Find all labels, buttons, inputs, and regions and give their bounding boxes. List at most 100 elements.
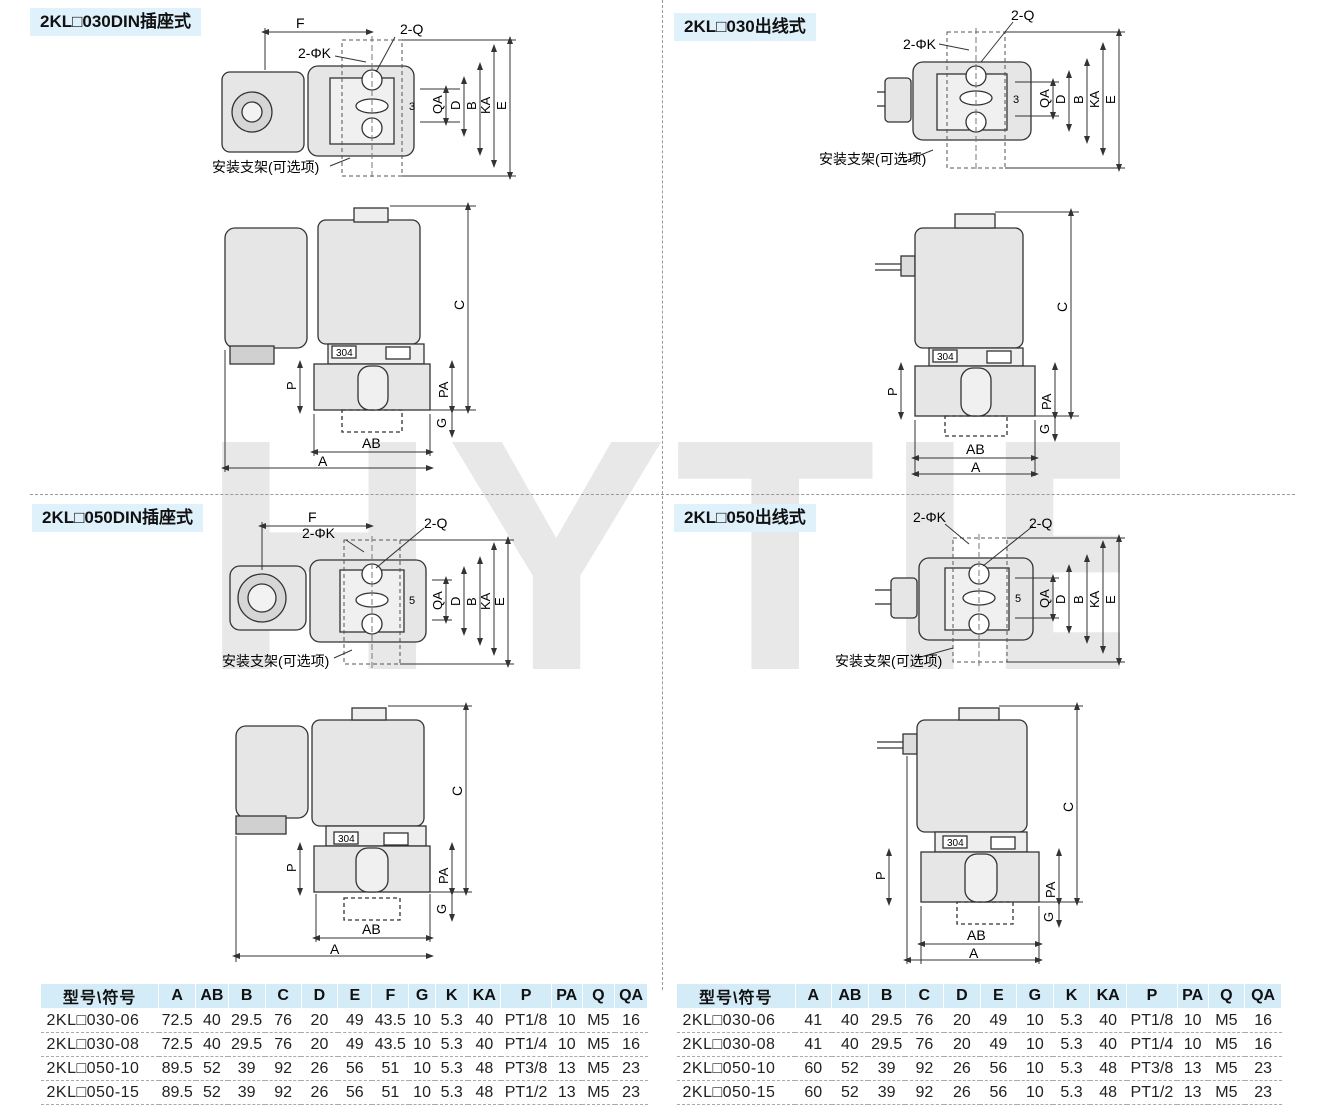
col-header: B [227,983,266,1009]
table-cell: PT1/4 [1130,1035,1174,1053]
dim-c-label: C [451,300,467,310]
port-size-label: 5 [1015,593,1021,605]
stamp-304 [932,349,958,363]
table-cell: 26 [952,1083,971,1101]
dim-2q-label: 2-Q [400,21,423,37]
table-cell: 5.3 [440,1035,463,1053]
col-header: PA [1176,983,1209,1009]
table-cell: 40 [475,1011,494,1029]
col-header: K [434,983,469,1009]
col-header: G [1016,983,1054,1009]
dim-pa-label: PA [1039,393,1054,410]
side-view [235,707,431,921]
table-cell: 5.3 [440,1083,463,1101]
din-screw-inner [247,583,277,613]
col-header: P [500,983,552,1009]
dim-b-label: B [1071,95,1086,104]
table-cell: 48 [475,1083,494,1101]
dim-e-label: E [1103,595,1118,604]
table-cell: 92 [915,1059,934,1077]
table-cell: 40 [840,1011,859,1029]
table-cell: 23 [1254,1059,1272,1077]
coil-body [916,719,1028,833]
col-header: KA [467,983,502,1009]
bracket-outline-side [956,901,1014,925]
table-cell: 5.3 [440,1011,463,1029]
col-header: D [300,983,339,1009]
dim-2q-label: 2-Q [1029,515,1052,531]
table-cell: 49 [989,1035,1008,1053]
drawing-030-wire: 2-Q 2-ΦK 3 QA D B KA E 安装支架(可选项) 304 [663,0,1325,499]
table-cell: 16 [622,1035,640,1053]
stamp-label: 304 [937,352,954,363]
drawing-050-wire: 2-Q 2-ΦK 5 QA D B KA E 安装支架(可选项) 304 [663,494,1325,979]
coil-body [317,219,421,345]
col-header: E [337,983,373,1009]
table-cell: 23 [622,1059,640,1077]
model-cell: 2KL□050-15 [46,1083,140,1101]
dim-2k-label: 2-ΦK [298,45,332,61]
table-cell: 92 [274,1083,293,1101]
table-cell: M5 [1215,1083,1238,1101]
side-view [877,707,1040,925]
port-size-label: 3 [1013,94,1019,106]
section-title-050-din: 2KL□050DIN插座式 [32,504,204,532]
table-cell: 10 [413,1059,431,1077]
table-cell: 13 [1183,1083,1202,1101]
dim-ab-label: AB [362,921,381,937]
dim-a-label: A [318,453,328,469]
dim-qa-label: QA [1037,589,1052,608]
dim-2k-label: 2-ΦK [903,36,937,52]
table-cell: 48 [1099,1083,1118,1101]
table-cell: 5.3 [440,1059,463,1077]
table-cell: 39 [877,1083,896,1101]
dim-c-label: C [1060,802,1076,812]
dim-ka-label: KA [1087,90,1102,108]
col-header: Q [581,983,616,1009]
dim-e-label: E [494,101,509,110]
top-view [877,61,1032,141]
dim-ka-label: KA [1087,590,1102,608]
bracket-label: 安装支架(可选项) [222,653,329,669]
table-cell: 92 [915,1083,934,1101]
col-header: D [943,983,981,1009]
col-header: KA [1089,983,1127,1009]
table-cell: M5 [1215,1011,1238,1029]
section-title-030-din: 2KL□030DIN插座式 [30,8,202,36]
drawing-050-wire-svg: 2-Q 2-ΦK 5 QA D B KA E 安装支架(可选项) 304 [835,509,1125,964]
model-cell: 2KL□030-06 [682,1011,776,1029]
coil-cap [351,707,387,721]
table-cell: 23 [622,1083,640,1101]
model-cell: 2KL□050-15 [682,1083,776,1101]
table-cell: 20 [952,1035,971,1053]
flow-direction-icon [990,836,1016,850]
table-cell: PT1/4 [504,1035,548,1053]
drawing-050-din-svg: F 2-Q 2-ΦK 5 QA D B KA E 安装支架(可选项) [222,509,514,962]
table-cell: 76 [274,1011,293,1029]
table-cell: 41 [804,1011,823,1029]
dim-a-label: A [969,945,979,961]
coil-cap [958,707,1000,721]
table-cell: 39 [237,1059,256,1077]
valve-nozzle [964,853,998,903]
col-header: K [1052,983,1091,1009]
table-cell: 60 [804,1083,823,1101]
drawing-030-din: F 2-Q 2-ΦK 3 QA D B KA E 安装支架(可选项) [0,0,662,499]
col-header: PA [550,983,583,1009]
cable-gland [229,345,275,365]
table-cell: 40 [1099,1011,1118,1029]
table-cell: M5 [587,1083,610,1101]
table-header-row: 型号\符号 A AB B C D E F G K KA P PA Q QA [39,983,648,1009]
dim-f-label: F [296,15,305,31]
stamp-304 [942,835,968,849]
port-size-label: 3 [409,101,415,113]
table-cell: 10 [413,1011,431,1029]
table-cell: 89.5 [161,1059,193,1077]
coil-body [914,227,1024,349]
table-cell: 10 [1183,1035,1202,1053]
